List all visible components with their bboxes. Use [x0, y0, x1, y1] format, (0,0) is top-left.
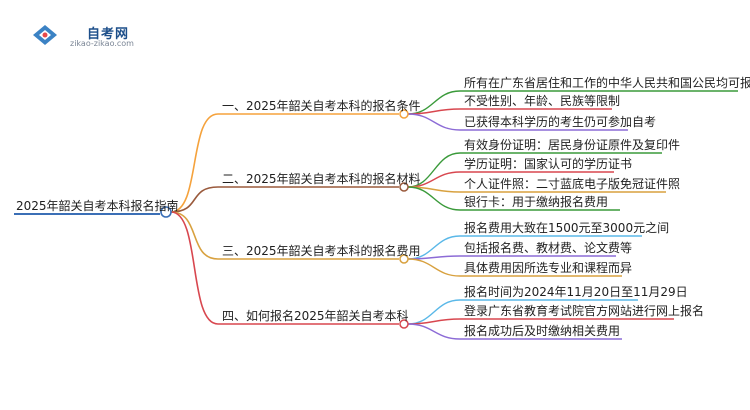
branch-2-leaf-1[interactable]: 有效身份证明：居民身份证原件及复印件: [464, 138, 681, 152]
branch-4-leaf-2[interactable]: 登录广东省教育考试院官方网站进行网上报名: [464, 304, 705, 318]
root-to-branch-2-connector: [170, 186, 219, 213]
branch-1-node: [399, 109, 409, 119]
branch-2-leaf-4[interactable]: 银行卡：用于缴纳报名费用: [464, 195, 609, 209]
branch-2-leaf-2[interactable]: 学历证明：国家认可的学历证书: [464, 157, 633, 171]
branch-1-label[interactable]: 一、2025年韶关自考本科的报名条件: [222, 99, 421, 113]
branch-4-label[interactable]: 四、如何报名2025年韶关自考本科: [222, 309, 409, 323]
logo-subtitle: zikao-zikao.com: [70, 39, 134, 48]
branch-3-leaf-1[interactable]: 报名费用大致在1500元至3000元之间: [464, 221, 670, 235]
root-to-branch-4-connector: [170, 211, 219, 325]
branch-2-node: [399, 182, 409, 192]
branch-4-leaf-3[interactable]: 报名成功后及时缴纳相关费用: [464, 324, 621, 338]
logo-mark-icon: [33, 25, 57, 45]
site-logo[interactable]: 自考网 zikao-zikao.com: [31, 22, 151, 48]
branch-3-leaf-3[interactable]: 具体费用因所选专业和课程而异: [464, 261, 633, 275]
branch-1-leaf-3[interactable]: 已获得本科学历的考生仍可参加自考: [464, 115, 657, 129]
branch-3-leaf-2[interactable]: 包括报名费、教材费、论文费等: [464, 241, 633, 255]
branch-2-leaf-4-connector: [407, 186, 461, 211]
branch-4-node: [399, 319, 409, 329]
root-to-branch-3-connector: [170, 211, 219, 260]
branch-3-leaf-3-connector: [407, 258, 461, 277]
root-to-branch-1-connector: [170, 113, 219, 213]
root-node-label[interactable]: 2025年韶关自考本科报名指南: [16, 199, 179, 213]
branch-4-leaf-3-connector: [407, 323, 461, 340]
branch-1-leaf-2[interactable]: 不受性别、年龄、民族等限制: [464, 94, 621, 108]
branch-4-leaf-2-connector: [407, 318, 461, 325]
branch-3-node: [399, 254, 409, 264]
branch-4-leaf-1[interactable]: 报名时间为2024年11月20日至11月29日: [464, 285, 688, 299]
branch-1-leaf-3-connector: [407, 113, 461, 131]
branch-1-leaf-1[interactable]: 所有在广东省居住和工作的中华人民共和国公民均可报名: [464, 76, 750, 90]
root-node: [160, 206, 172, 218]
branch-2-leaf-3[interactable]: 个人证件照：二寸蓝底电子版免冠证件照: [464, 177, 681, 191]
branch-4-leaf-1-connector: [407, 299, 461, 325]
branch-2-label[interactable]: 二、2025年韶关自考本科的报名材料: [222, 172, 421, 186]
logo-title: 自考网: [87, 27, 130, 42]
branch-3-label[interactable]: 三、2025年韶关自考本科的报名费用: [222, 244, 421, 258]
